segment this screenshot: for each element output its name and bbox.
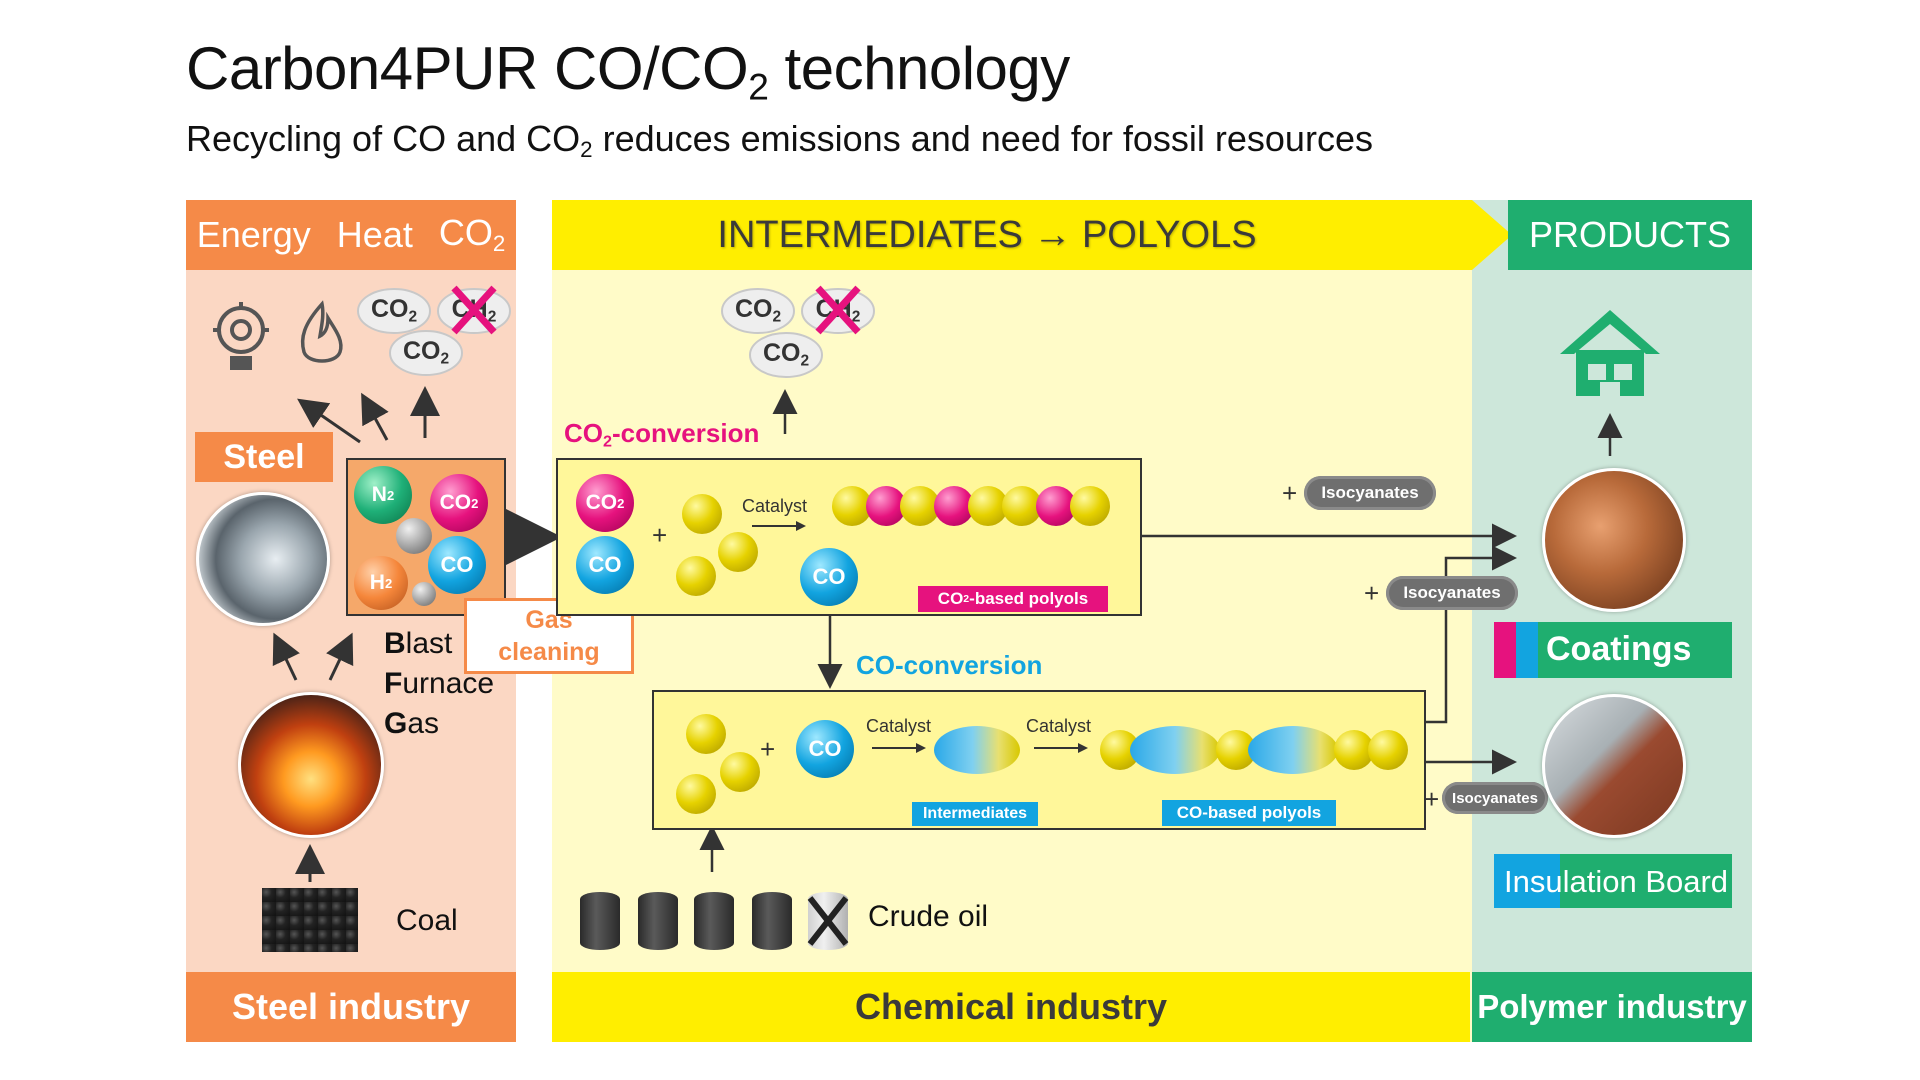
chain-bead xyxy=(1036,486,1076,526)
chain-bead xyxy=(866,486,906,526)
plus-sign: + xyxy=(760,734,776,764)
coatings-label-box: Coatings xyxy=(1494,622,1732,678)
yellow-molecule xyxy=(676,556,716,596)
co-molecule: CO xyxy=(796,720,854,778)
lightbulb-gear-icon xyxy=(213,302,269,370)
chain-ellipsoid xyxy=(1248,726,1338,774)
isocyanates-pill: Isocyanates xyxy=(1304,476,1436,510)
plus-sign: + xyxy=(652,520,668,550)
ch4-crossed-cloud: CH2 xyxy=(800,285,876,336)
house-icon xyxy=(1560,310,1660,396)
blue-strip xyxy=(1516,622,1538,678)
polymer-footer: Polymer industry xyxy=(1472,972,1752,1042)
chain-bead xyxy=(1334,730,1374,770)
coal-label: Coal xyxy=(396,904,458,937)
catalyst-label: Catalyst xyxy=(1026,716,1092,736)
products-header: PRODUCTS xyxy=(1508,200,1752,270)
arrow-icon xyxy=(752,521,806,531)
insulation-photo xyxy=(1542,694,1686,838)
intermediates-tag: Intermediates xyxy=(912,802,1038,826)
steel-header: Energy Heat CO2 xyxy=(186,200,516,270)
page-subtitle: Recycling of CO and CO2 reduces emission… xyxy=(186,118,1373,163)
steel-coil-photo xyxy=(196,492,330,626)
page-title: Carbon4PUR CO/CO2 technology xyxy=(186,35,1070,108)
co-molecule: CO xyxy=(576,536,634,594)
chain-bead xyxy=(968,486,1008,526)
insulation-label-box: Insulation Board xyxy=(1494,854,1732,908)
co-molecule: CO xyxy=(428,536,486,594)
yellow-molecule xyxy=(720,752,760,792)
chain-bead xyxy=(900,486,940,526)
chain-bead xyxy=(1002,486,1042,526)
oil-barrel xyxy=(752,892,792,950)
steel-label: Steel xyxy=(195,432,333,482)
yellow-molecule xyxy=(686,714,726,754)
co-molecule: CO xyxy=(800,548,858,606)
blast-furnace-photo xyxy=(238,692,384,838)
arrow-icon xyxy=(872,743,926,753)
blue-strip xyxy=(1494,854,1560,908)
crude-oil-label: Crude oil xyxy=(868,900,989,933)
yellow-molecule xyxy=(676,774,716,814)
co-conversion-label: CO-conversion xyxy=(856,650,1043,680)
yellow-molecule xyxy=(718,532,758,572)
co2-cloud: CO2 xyxy=(720,286,796,336)
intermediate-ellipsoid xyxy=(934,726,1020,774)
oil-barrel xyxy=(694,892,734,950)
plus-sign: + xyxy=(1364,578,1380,608)
ch4-crossed-cloud: CH2 xyxy=(436,285,512,336)
coatings-photo xyxy=(1542,468,1686,612)
flame-icon xyxy=(300,300,343,363)
co2-cloud: CO2 xyxy=(748,330,824,380)
magenta-strip xyxy=(1494,622,1516,678)
coal-image xyxy=(262,888,358,952)
crossed-barrel-icon xyxy=(807,892,849,950)
catalyst-label: Catalyst xyxy=(866,716,932,736)
chain-ellipsoid xyxy=(1130,726,1220,774)
chain-bead xyxy=(832,486,872,526)
small-grey-molecule xyxy=(412,582,436,606)
plus-sign: + xyxy=(1424,784,1440,814)
yellow-molecule xyxy=(682,494,722,534)
catalyst-label: Catalyst xyxy=(742,496,808,516)
header-arrow xyxy=(1472,200,1512,270)
chemical-header: INTERMEDIATES → POLYOLS xyxy=(552,200,1472,270)
grey-molecule xyxy=(396,518,432,554)
coatings-label: Coatings xyxy=(1546,630,1692,668)
chain-bead xyxy=(1070,486,1110,526)
co2-cloud: CO2 xyxy=(388,328,464,378)
steel-footer: Steel industry xyxy=(186,972,516,1042)
chain-bead xyxy=(1368,730,1408,770)
co-polyols-tag: CO-based polyols xyxy=(1162,800,1336,826)
isocyanates-pill: Isocyanates xyxy=(1386,576,1518,610)
co2-cloud: CO2 xyxy=(356,286,432,336)
oil-barrel xyxy=(638,892,678,950)
oil-barrel xyxy=(580,892,620,950)
plus-sign: + xyxy=(1282,478,1298,508)
arrow-icon xyxy=(1034,743,1088,753)
blast-furnace-gas-label: Blast Furnace Gas xyxy=(384,627,495,740)
chemical-footer: Chemical industry xyxy=(552,972,1470,1042)
insulation-label: Insulation Board xyxy=(1504,864,1729,899)
chain-bead xyxy=(934,486,974,526)
co2-conversion-label: CO2-conversion xyxy=(564,418,760,451)
isocyanates-pill: Isocyanates xyxy=(1442,782,1548,814)
